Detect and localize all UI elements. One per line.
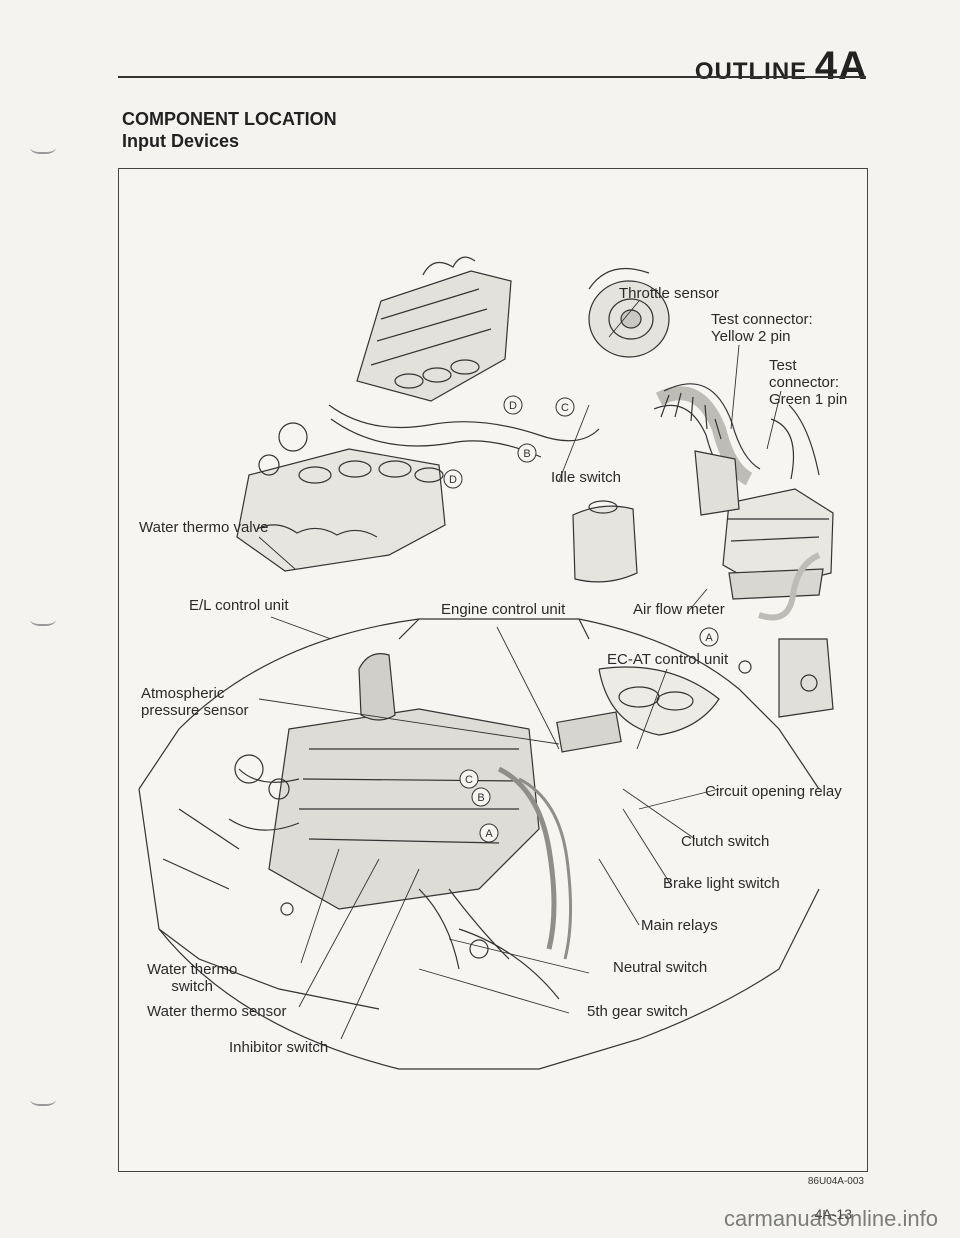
label-throttle-sensor: Throttle sensor <box>619 285 720 302</box>
label-ec-at-control-unit: EC-AT control unit <box>607 651 729 668</box>
label-air-flow-meter: Air flow meter <box>633 601 725 618</box>
label-fifth-gear-switch: 5th gear switch <box>587 1003 688 1020</box>
engine-top-illustration <box>328 256 600 458</box>
label-line: Yellow 2 pin <box>711 328 791 345</box>
edge-mark <box>30 610 56 626</box>
label-water-thermo-sensor: Water thermo sensor <box>147 1003 287 1020</box>
callout-letter: B <box>523 448 530 460</box>
label-circuit-opening-relay: Circuit opening relay <box>705 783 842 800</box>
callout-letters: D C B D A C B A <box>449 400 713 840</box>
label-brake-light-switch: Brake light switch <box>663 875 780 892</box>
label-neutral-switch: Neutral switch <box>613 959 708 976</box>
label-test-connector-yellow: Test connector: Yellow 2 pin <box>711 311 813 345</box>
diagram-drawing: D C B D A C B A <box>138 256 834 1070</box>
relay-box-illustration <box>738 552 834 718</box>
label-line: Atmospheric <box>141 685 225 702</box>
reservoir-tank-illustration <box>572 500 638 583</box>
label-clutch-switch: Clutch switch <box>681 833 770 850</box>
label-el-control-unit: E/L control unit <box>189 597 289 614</box>
label-line: pressure sensor <box>141 702 249 719</box>
throttle-body-illustration <box>588 267 670 358</box>
callout-letter: A <box>705 632 713 644</box>
header-rule <box>118 76 866 78</box>
label-line: Water thermo <box>147 961 238 978</box>
section-title: COMPONENT LOCATION Input Devices <box>122 108 337 152</box>
callout-letter: D <box>449 474 457 486</box>
callout-letter: A <box>485 828 493 840</box>
label-idle-switch: Idle switch <box>551 469 622 486</box>
watermark-text: carmanualsonline.info <box>723 1206 938 1231</box>
intake-manifold-illustration <box>236 422 446 572</box>
callout-circles <box>443 395 719 843</box>
title-line-2: Input Devices <box>122 131 240 151</box>
engine-bay-illustration <box>228 653 622 1000</box>
label-inhibitor-switch: Inhibitor switch <box>229 1039 329 1056</box>
label-water-thermo-valve: Water thermo valve <box>139 519 269 536</box>
callout-letter: D <box>509 400 517 412</box>
leader-lines <box>258 300 782 1040</box>
label-line: connector: <box>769 374 840 391</box>
edge-mark <box>30 1090 56 1106</box>
title-line-1: COMPONENT LOCATION <box>122 109 337 129</box>
header-code: 4A <box>814 44 868 88</box>
callout-letter: B <box>477 792 484 804</box>
label-water-thermo-switch: Water thermo switch <box>147 961 237 995</box>
intake-hose-illustration <box>653 383 761 486</box>
figure-code: 86U04A-003 <box>807 1176 864 1187</box>
label-atmospheric-pressure-sensor: Atmospheric pressure sensor <box>141 685 249 719</box>
header-section: OUTLINE <box>694 58 808 85</box>
vehicle-body-illustration <box>138 618 820 1070</box>
callout-letter: C <box>465 774 473 786</box>
label-line: switch <box>171 978 213 995</box>
label-engine-control-unit: Engine control unit <box>441 601 566 618</box>
label-line: Green 1 pin <box>769 391 848 408</box>
label-line: Test connector: <box>711 311 813 328</box>
label-line: Test <box>769 357 797 374</box>
header-title: OUTLINE 4A <box>695 44 868 89</box>
label-test-connector-green: Test connector: Green 1 pin <box>769 357 847 408</box>
callout-letter: C <box>561 402 569 414</box>
page-number: 4A-13 <box>814 1206 852 1222</box>
component-diagram: D C B D A C B A Throttle sensor Test con… <box>118 168 868 1172</box>
label-main-relays: Main relays <box>641 917 718 934</box>
edge-mark <box>30 138 56 154</box>
